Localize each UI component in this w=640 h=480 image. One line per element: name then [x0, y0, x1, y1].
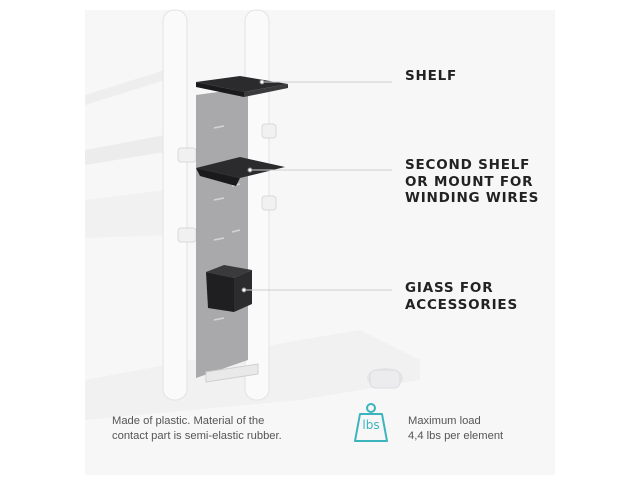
- clamp: [177, 227, 197, 243]
- clamp: [261, 123, 277, 139]
- second-shelf-edge: [196, 168, 240, 186]
- weight-icon: lbs: [352, 402, 390, 444]
- accessory-panel: [196, 88, 248, 378]
- max-load-note: Maximum load 4,4 lbs per element: [408, 415, 504, 442]
- shelf-label: SHELF: [405, 68, 458, 84]
- weight-icon-label: lbs: [362, 418, 380, 432]
- top-shelf: [196, 76, 288, 92]
- leader-dots: [241, 79, 265, 293]
- wheel-hub: [369, 369, 401, 389]
- second-shelf-label: SECOND SHELF OR MOUNT FOR WINDING WIRES: [405, 157, 540, 206]
- back-shelf-lower: [85, 190, 168, 238]
- top-shelf-front: [244, 84, 288, 97]
- clamp: [177, 147, 197, 163]
- leader-lines: [244, 81, 392, 291]
- accessory-cup-front: [206, 272, 234, 312]
- back-shelf-top: [85, 70, 165, 105]
- back-shelf-middle: [85, 135, 165, 165]
- clamp: [261, 195, 277, 211]
- material-note: Made of plastic. Material of the contact…: [112, 415, 282, 442]
- glass-label: GIASS FOR ACCESSORIES: [405, 280, 518, 313]
- second-shelf: [196, 157, 285, 178]
- bottom-bracket: [205, 363, 259, 383]
- accessory-cup-top: [206, 265, 252, 278]
- left-pole: [162, 9, 188, 401]
- top-shelf-edge: [196, 82, 244, 97]
